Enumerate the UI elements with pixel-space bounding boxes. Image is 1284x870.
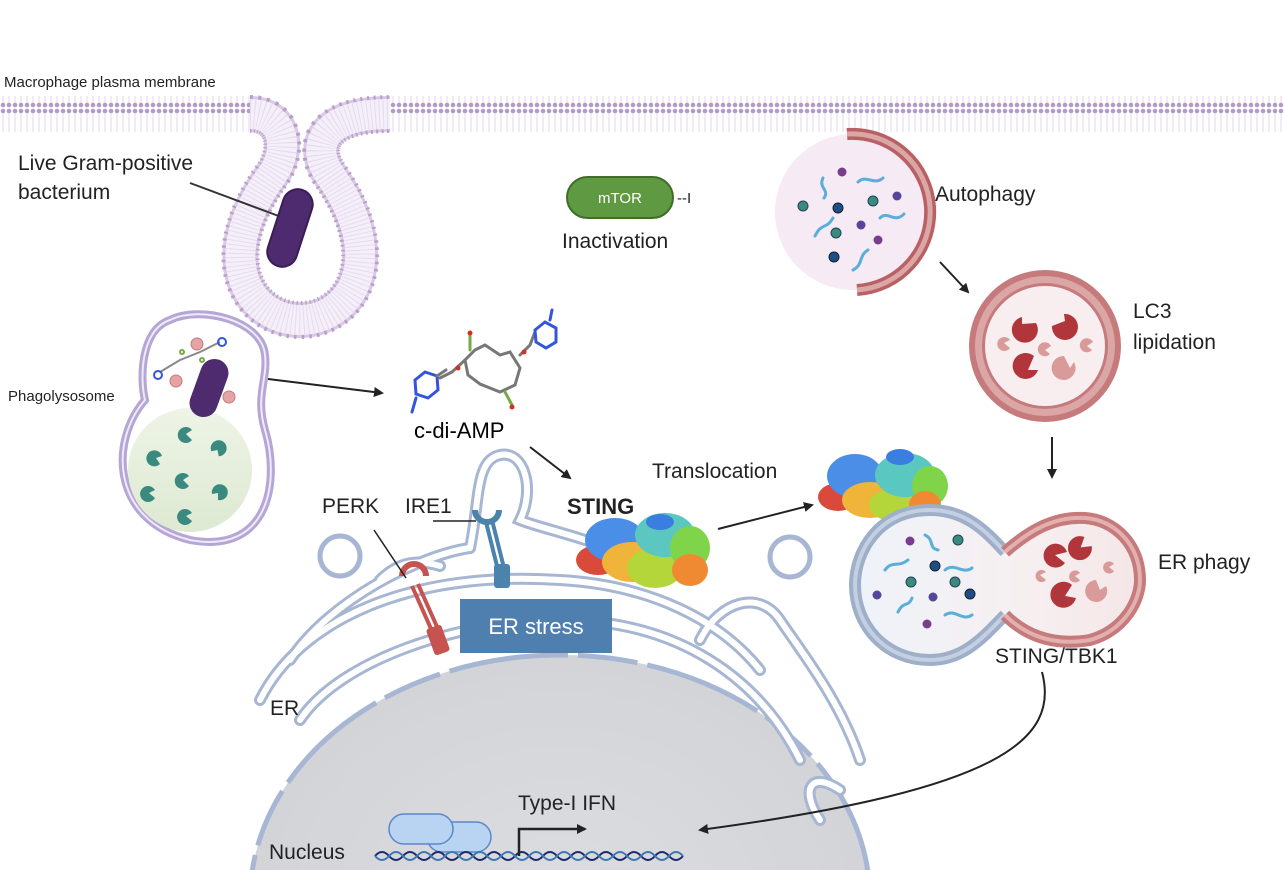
autophagosome-icon	[775, 127, 937, 296]
phagolysosome-icon	[118, 310, 275, 546]
type-i-ifn-label: Type-I IFN	[518, 792, 616, 815]
lc3-label-line1: LC3	[1133, 300, 1172, 323]
sting-tbk1-to-nucleus-arrow	[698, 671, 1046, 834]
cdiamp-to-sting-arrow	[529, 446, 572, 480]
autophagy-to-lc3-arrow	[939, 261, 970, 294]
lc3-label-line2: lipidation	[1133, 331, 1216, 354]
er-stress-label: ER stress	[488, 614, 583, 639]
transcription-start-arrow	[517, 824, 587, 856]
dna-helix-icon	[374, 851, 684, 861]
perk-pointer-line	[373, 529, 407, 579]
lc3-lipidation-vesicle-icon	[969, 270, 1121, 422]
er-phagy-vesicle-icon	[848, 503, 1147, 667]
sting-tbk1-label: STING/TBK1	[995, 645, 1118, 668]
phagolysosome-to-cdiamp-arrow	[267, 378, 384, 397]
cdiamp-molecule-icon	[410, 308, 558, 414]
er-phagy-label: ER phagy	[1158, 551, 1251, 574]
plasma-membrane-label: Macrophage plasma membrane	[4, 74, 216, 91]
autophagy-label: Autophagy	[935, 183, 1036, 206]
bacterium-icon	[266, 188, 314, 268]
translocation-label: Translocation	[652, 460, 777, 483]
sting-label: STING	[567, 494, 634, 519]
nucleus-icon	[249, 652, 871, 870]
inactivation-label: Inactivation	[562, 230, 668, 253]
phagolysosome-label: Phagolysosome	[8, 388, 115, 405]
er-stress-box: ER stress	[460, 599, 612, 653]
mtor-label: mTOR	[598, 190, 642, 207]
sting-protein-icon	[576, 513, 710, 588]
mtor-pill: mTOR	[566, 176, 674, 219]
cdiamp-label: c-di-AMP	[414, 418, 504, 443]
er-label: ER	[270, 697, 299, 720]
ire1-receptor-icon	[472, 509, 510, 588]
translocation-arrow	[717, 502, 814, 530]
nucleus-label: Nucleus	[269, 841, 345, 864]
mtor-inhibition-symbol: --I	[677, 190, 691, 207]
plasma-membrane	[0, 95, 1284, 340]
bacterium-label-line1: Live Gram-positive	[18, 152, 193, 175]
transcription-factors-icon	[388, 813, 492, 853]
bacterium-pointer-line	[189, 182, 285, 219]
ire1-label: IRE1	[405, 495, 452, 518]
perk-label: PERK	[322, 495, 379, 518]
bacterium-label-line2: bacterium	[18, 181, 110, 204]
perk-receptor-icon	[399, 561, 450, 656]
